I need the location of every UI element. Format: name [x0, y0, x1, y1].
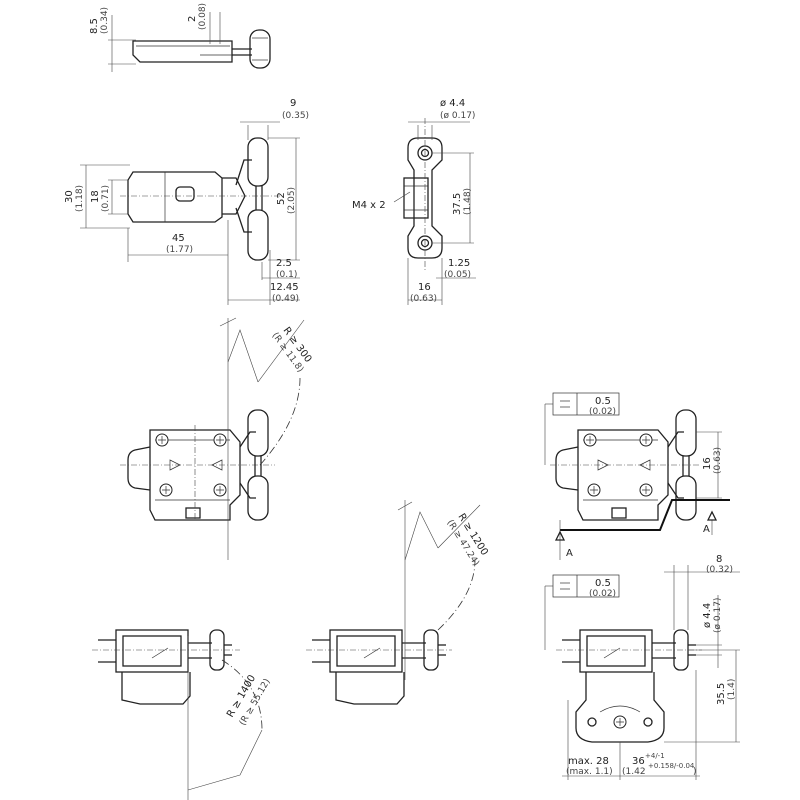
dim-18-inch: (0.71): [101, 185, 111, 212]
dim-2: 2: [187, 16, 198, 22]
dim-37-5-inch: (1.48): [463, 188, 473, 215]
dim-max-28-inch: (max. 1.1): [566, 767, 613, 777]
dim-dia-4-4-inch: (ø 0.17): [440, 111, 475, 121]
mounting-view-right: 0.5 (0.02) 16 (0.63) A A: [544, 392, 730, 560]
side-view: ø 4.4 (ø 0.17) M4 x 2 37.5 (1.48) 1.25 (…: [352, 98, 476, 305]
tolerance-0-5: 0.5: [595, 396, 611, 407]
switch-view-radius-300: R ≥ 300 (R ≥ 11.8): [120, 317, 313, 560]
dim-dia-4-4-bottom-inch: (ø 0.17): [713, 598, 723, 633]
section-a-left: A: [566, 548, 573, 559]
dim-16-mount: 16: [702, 457, 713, 470]
thread-label: M4 x 2: [352, 200, 386, 211]
section-a-right: A: [703, 524, 710, 535]
dim-37-5: 37.5: [452, 193, 463, 215]
dim-16: 16: [418, 282, 431, 293]
switch-view-dimensioned: 0.5 (0.02) 8 (0.32) ø 4.4 (ø 0.17) 35.5 …: [544, 554, 740, 780]
dim-2-inch: (0.08): [198, 3, 208, 30]
dim-35-5: 35.5: [716, 683, 727, 705]
dim-8: 8: [716, 554, 722, 565]
tolerance-0-5-bottom: 0.5: [595, 578, 611, 589]
dim-36-inch-tolerance: +0.158/-0.04: [648, 762, 695, 770]
dim-8-5-inch: (0.34): [100, 7, 110, 34]
dim-2-5-inch: (0.1): [276, 270, 297, 280]
dim-12-45-inch: (0.49): [272, 294, 299, 304]
front-view: 9 (0.35) 30 (1.18) 18 (0.71) 52 (2.05) 4…: [64, 98, 309, 305]
dim-35-5-inch: (1.4): [727, 679, 737, 700]
dim-30: 30: [64, 190, 75, 203]
dim-45-inch: (1.77): [166, 245, 193, 255]
dim-16-inch: (0.63): [410, 294, 437, 304]
dim-dia-4-4: ø 4.4: [440, 98, 465, 109]
dim-9-inch: (0.35): [282, 111, 309, 121]
dim-8-inch: (0.32): [706, 565, 733, 575]
dim-36-inch-close: ): [693, 767, 697, 777]
switch-view-radius-1400: R ≥ 1400 (R ≥ 55.12): [92, 629, 273, 800]
dim-16-mount-inch: (0.63): [713, 447, 723, 474]
tolerance-0-5-inch: (0.02): [589, 407, 616, 417]
switch-view-radius-1200: R ≥ 1200 (R ≥ 47.24): [306, 500, 490, 705]
dim-1-25-inch: (0.05): [444, 270, 471, 280]
dim-18: 18: [90, 190, 101, 203]
dim-2-5: 2.5: [276, 258, 292, 269]
dim-52: 52: [276, 192, 287, 205]
dim-1-25: 1.25: [448, 258, 470, 269]
dim-12-45: 12.45: [270, 282, 299, 293]
dim-30-inch: (1.18): [75, 185, 85, 212]
dim-36: 36: [632, 756, 645, 767]
dim-9: 9: [290, 98, 296, 109]
dim-36-inch: (1.42: [622, 767, 646, 777]
dim-dia-4-4-bottom: ø 4.4: [702, 603, 713, 628]
dim-36-tolerance: +4/-1: [645, 752, 665, 760]
tolerance-0-5-bottom-inch: (0.02): [589, 589, 616, 599]
dim-8-5: 8.5: [89, 18, 100, 34]
top-side-view: 8.5 (0.34) 2 (0.08): [89, 3, 271, 72]
dim-max-28: max. 28: [568, 756, 609, 767]
dim-52-inch: (2.05): [287, 187, 297, 214]
dim-45: 45: [172, 233, 185, 244]
